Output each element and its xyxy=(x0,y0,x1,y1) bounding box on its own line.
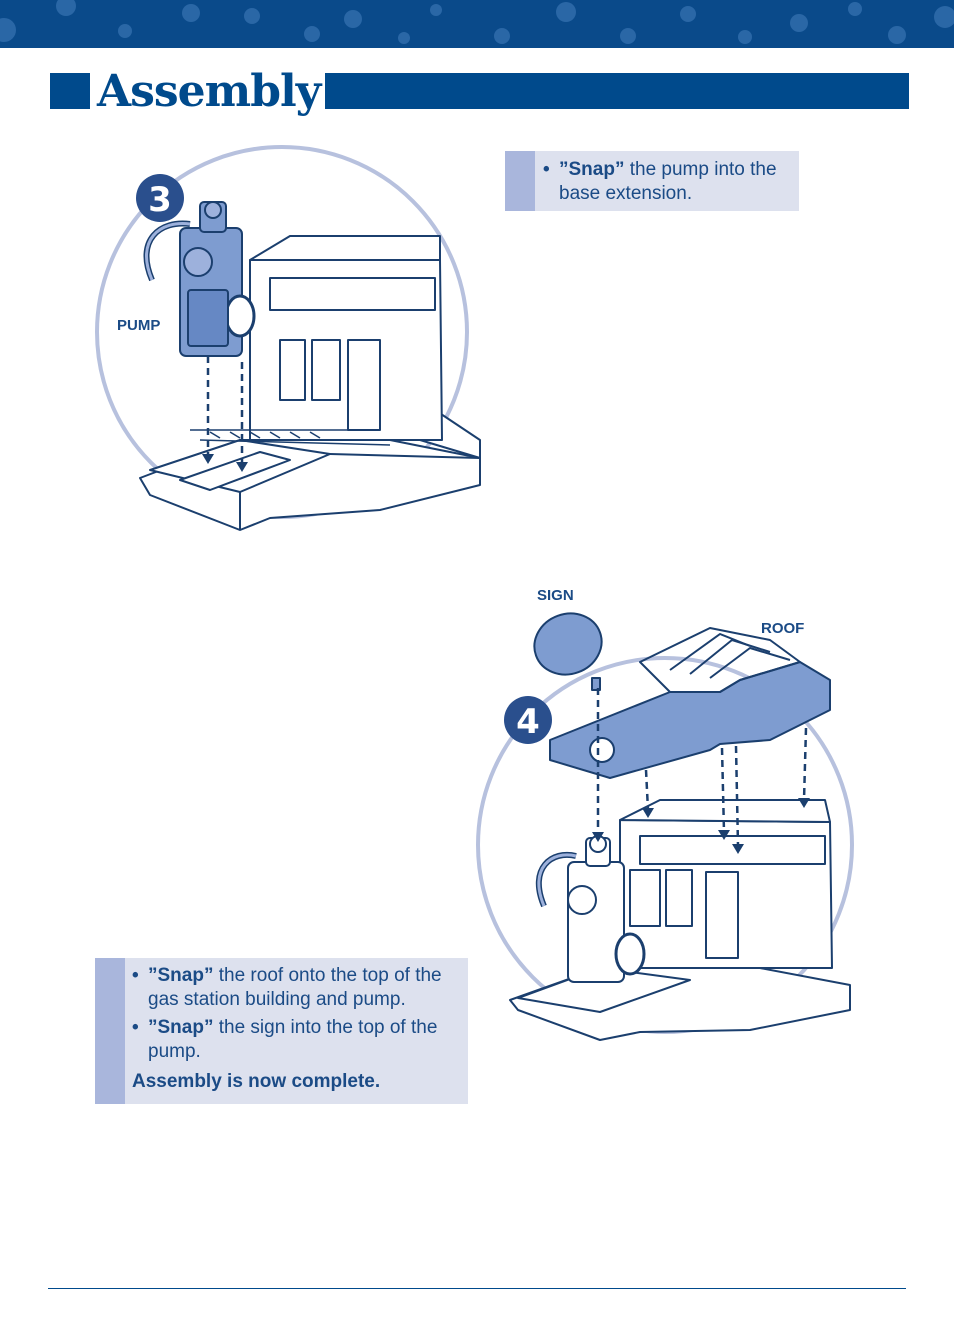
step-4-illustration: 4 xyxy=(476,612,854,1041)
snap-emphasis: ”Snap” xyxy=(148,1017,214,1038)
instruction-bullet: •”Snap” the sign into the top of the pum… xyxy=(132,1017,438,1062)
header-accent-box xyxy=(50,73,90,109)
step-3-illustration: 3 xyxy=(95,145,481,531)
panel-stripe xyxy=(95,958,125,1104)
step-3-number: 3 xyxy=(148,180,172,220)
instruction-bullet: •”Snap” the roof onto the top of the gas… xyxy=(132,965,442,1010)
pump-label: PUMP xyxy=(117,317,161,334)
completion-text: Assembly is now complete. xyxy=(132,1071,381,1092)
instruction-bullet: •”Snap” the pump into the base extension… xyxy=(543,159,777,204)
step-3-instruction-panel: •”Snap” the pump into the base extension… xyxy=(505,151,799,211)
roof-label: ROOF xyxy=(761,620,805,637)
snap-emphasis: ”Snap” xyxy=(148,965,214,986)
bullet-text: the roof onto the top of the gas station… xyxy=(148,965,442,1010)
step-4-number: 4 xyxy=(516,702,540,742)
footer-divider xyxy=(48,1288,906,1289)
snap-emphasis: ”Snap” xyxy=(559,159,625,180)
bullet-text: the sign into the top of the pump. xyxy=(148,1017,438,1062)
decorative-top-band xyxy=(0,0,954,48)
header-bar xyxy=(325,73,909,109)
sign-label: SIGN xyxy=(537,587,574,604)
page-title: Assembly xyxy=(97,66,321,117)
bullet-text: the pump into the base extension. xyxy=(559,159,777,204)
panel-stripe xyxy=(505,151,535,211)
step-4-instruction-panel: •”Snap” the roof onto the top of the gas… xyxy=(95,958,468,1104)
